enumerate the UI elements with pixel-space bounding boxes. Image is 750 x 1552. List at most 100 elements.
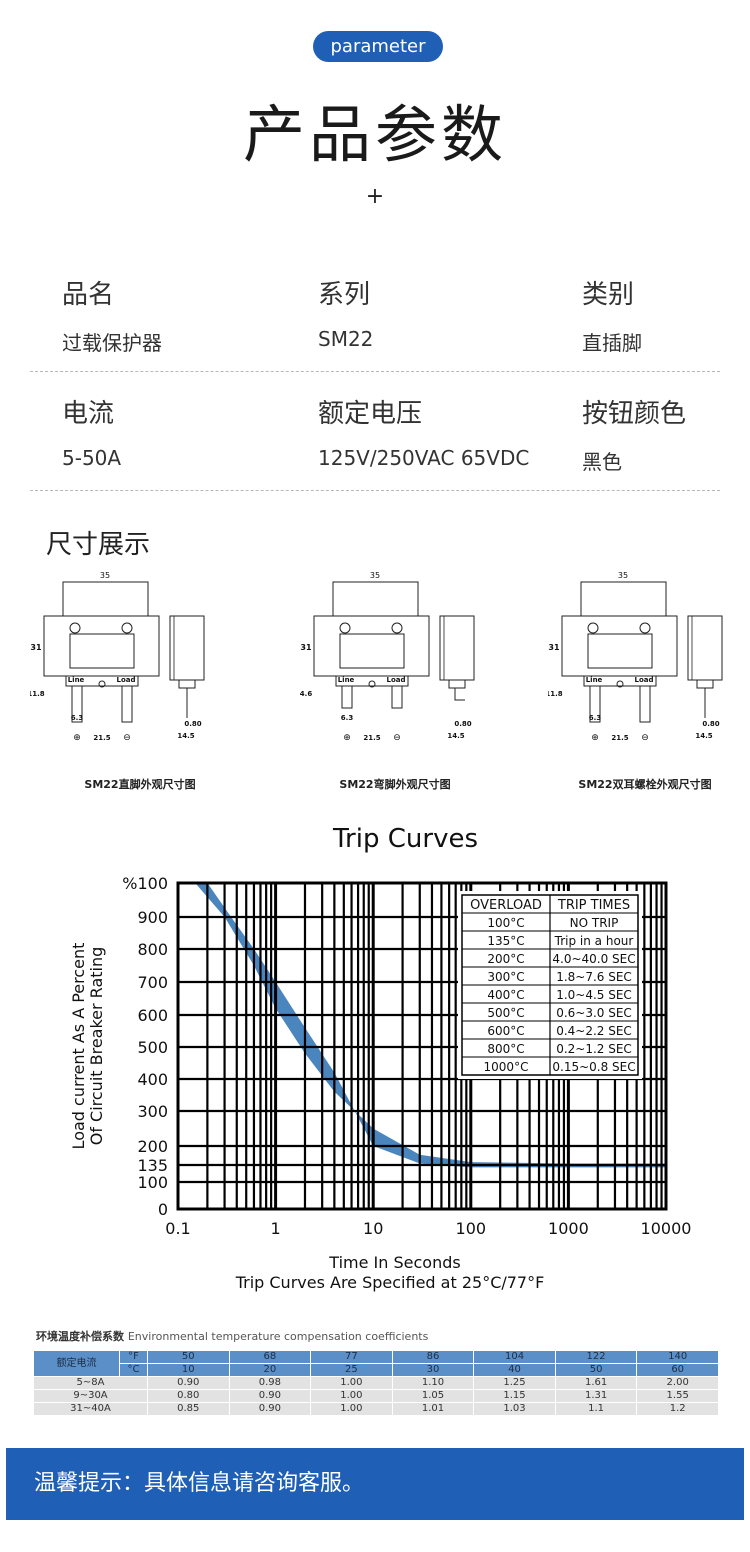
screw-hole <box>587 622 599 634</box>
y-tick-label: 700 <box>137 973 168 992</box>
table-cell: 60 <box>636 1363 719 1377</box>
side-view <box>439 615 475 681</box>
table-cell: 140 <box>636 1350 719 1364</box>
compensation-title-en: Environmental temperature compensation c… <box>127 1330 429 1343</box>
table-row: 9~30A 0.80 0.90 1.00 1.05 1.15 1.31 1.55 <box>33 1389 719 1403</box>
spec-voltage: 额定电压 125V/250VAC 65VDC <box>318 393 529 470</box>
height-label: 31 <box>300 643 312 652</box>
spec-divider <box>30 490 720 491</box>
table-cell: 0.80 <box>147 1389 230 1403</box>
y-tick-label: 400 <box>137 1070 168 1089</box>
base <box>335 675 409 687</box>
pin-length-label: 4.6 <box>300 690 312 698</box>
row-header-cell: 额定电流 <box>33 1350 120 1377</box>
table-overload-cell: 800°C <box>487 1042 524 1056</box>
pin <box>589 685 601 723</box>
table-cell: 2.00 <box>636 1376 719 1390</box>
thickness-label: 0.80 <box>184 720 201 728</box>
compensation-title-cn: 环境温度补偿系数 <box>36 1330 124 1343</box>
thickness-label: 0.80 <box>454 720 471 728</box>
y-tick-label: %100 <box>122 874 168 893</box>
table-overload-cell: 500°C <box>487 1006 524 1020</box>
parameter-pill: parameter <box>313 31 443 62</box>
table-trip-time-cell: 0.2~1.2 SEC <box>556 1042 632 1056</box>
table-cell: 10 <box>147 1363 230 1377</box>
spec-label: 类别 <box>582 280 635 310</box>
body-outline <box>43 615 160 677</box>
plus-terminal-icon: ⊕ <box>343 733 351 743</box>
table-cell: 5~8A <box>33 1376 148 1390</box>
spec-series: 系列 SM22 <box>318 274 373 351</box>
table-trip-time-cell: 0.4~2.2 SEC <box>556 1024 632 1038</box>
depth-label: 14.5 <box>177 732 194 740</box>
table-trip-time-cell: 4.0~40.0 SEC <box>552 952 635 966</box>
plot-frame <box>176 881 668 1211</box>
table-cell: 1.05 <box>391 1389 475 1403</box>
table-cell: 1.01 <box>391 1402 475 1416</box>
spec-divider <box>30 371 720 372</box>
x-tick-label: 0.1 <box>165 1219 190 1238</box>
pin <box>121 685 133 723</box>
screw-hole <box>121 622 133 634</box>
window <box>339 633 405 669</box>
plus-icon: + <box>365 184 385 209</box>
table-cell: 40 <box>473 1363 556 1377</box>
spec-value: 过载保护器 <box>62 331 162 355</box>
load-label: Load <box>386 676 405 684</box>
pin <box>71 685 83 723</box>
y-tick-label: 300 <box>137 1102 168 1121</box>
y-tick-label: 600 <box>137 1006 168 1025</box>
spec-category: 类别 直插脚 <box>582 274 642 356</box>
table-cell: 0.90 <box>147 1376 230 1390</box>
table-cell: 31~40A <box>33 1402 148 1416</box>
side-base <box>696 679 714 689</box>
y-axis-label: Load current As A Percent <box>69 943 88 1150</box>
base <box>65 675 139 687</box>
table-row: 额定电流 °F 50 68 77 86 104 122 140 <box>33 1350 719 1377</box>
line-label: Line <box>338 676 355 684</box>
center-hole <box>98 680 106 688</box>
spec-value: 125V/250VAC 65VDC <box>318 446 530 470</box>
pin-width-label: 6.3 <box>71 714 84 722</box>
center-hole <box>368 680 376 688</box>
compensation-table: 额定电流 °F 50 68 77 86 104 122 140 °C 10 20… <box>33 1350 719 1416</box>
pin-width-label: 6.3 <box>341 714 354 722</box>
height-label: 31 <box>548 643 560 652</box>
top-tab <box>580 581 667 617</box>
table-trip-time-cell: 1.0~4.5 SEC <box>556 988 632 1002</box>
body-outline <box>313 615 430 677</box>
x-axis-note: Trip Curves Are Specified at 25°C/77°F <box>235 1273 545 1292</box>
screw-hole <box>69 622 81 634</box>
table-cell: 25 <box>310 1363 393 1377</box>
width-label: 35 <box>370 571 380 580</box>
table-header: TRIP TIMES <box>557 898 630 913</box>
table-cell: 68 <box>228 1350 312 1364</box>
y-tick-label: 135 <box>137 1156 168 1175</box>
table-trip-time-cell: 1.8~7.6 SEC <box>556 970 632 984</box>
table-cell: 0.90 <box>228 1389 312 1403</box>
spec-value: SM22 <box>318 327 374 351</box>
table-cell: 1.1 <box>554 1402 638 1416</box>
table-cell: 30 <box>391 1363 475 1377</box>
pin-length-label: 11.8 <box>30 690 45 698</box>
dimensions-title: 尺寸展示 <box>46 530 151 560</box>
spec-value: 直插脚 <box>582 331 642 355</box>
side-base <box>448 679 466 689</box>
spec-value: 黑色 <box>582 450 622 474</box>
x-tick-label: 1000 <box>548 1219 589 1238</box>
table-cell: 1.15 <box>473 1389 556 1403</box>
spec-row-1: 品名 过载保护器 系列 SM22 类别 直插脚 <box>0 274 750 394</box>
table-cell: 1.03 <box>473 1402 556 1416</box>
y-tick-label: 500 <box>137 1038 168 1057</box>
center-hole <box>616 680 624 688</box>
window <box>69 633 135 669</box>
minus-terminal-icon: ⊖ <box>123 733 131 743</box>
bent-pin <box>454 688 465 701</box>
table-cell: 122 <box>554 1350 638 1364</box>
screw-hole <box>391 622 403 634</box>
table-row: 31~40A 0.85 0.90 1.00 1.01 1.03 1.1 1.2 <box>33 1402 719 1416</box>
table-cell: 20 <box>228 1363 312 1377</box>
